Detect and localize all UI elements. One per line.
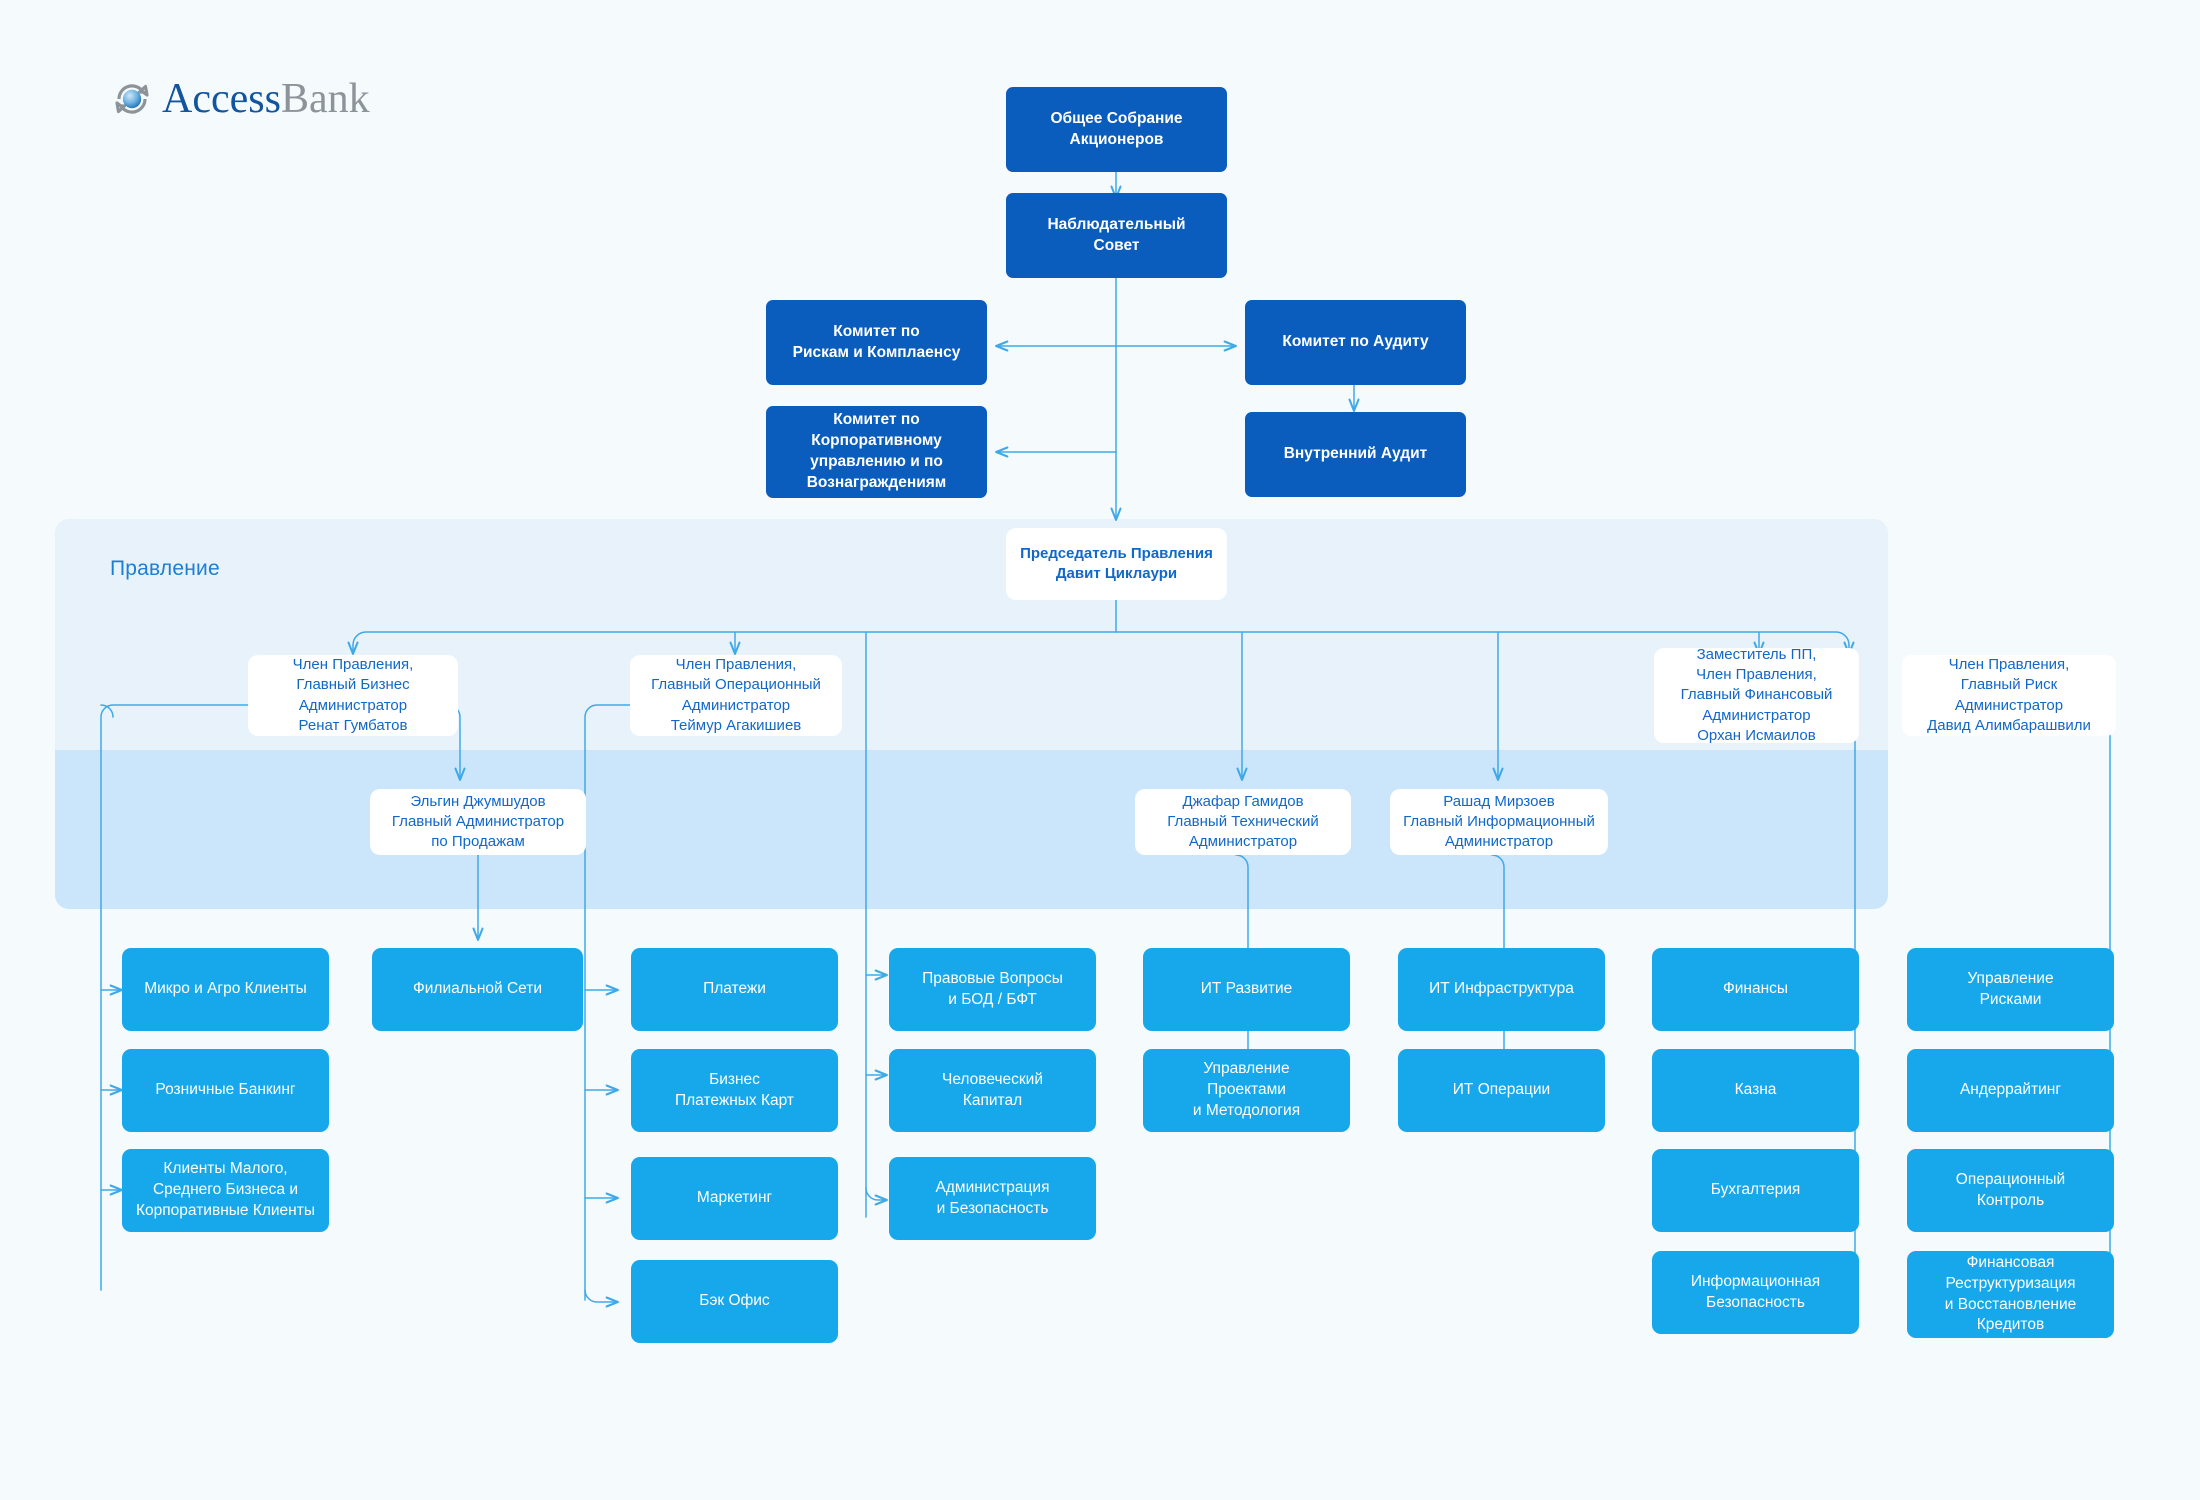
node-chairman[interactable]: Председатель Правления Давит Циклаури	[1006, 528, 1227, 600]
node-audit-committee[interactable]: Комитет по Аудиту	[1245, 300, 1466, 385]
node-name: Теймур Агакишиев	[670, 716, 802, 734]
node-label: ИТ Развитие	[1200, 980, 1293, 998]
dept-marketing[interactable]: Маркетинг	[631, 1157, 838, 1240]
logo-word-bank: Bank	[280, 76, 370, 122]
node-name: Эльгин Джумшудов	[410, 792, 546, 810]
dept-back-office[interactable]: Бэк Офис	[631, 1260, 838, 1343]
chairman-name: Давит Циклаури	[1055, 565, 1178, 582]
node-label: Андеррайтинг	[1959, 1081, 2062, 1099]
dept-treasury[interactable]: Казна	[1652, 1049, 1859, 1132]
dept-branch-network[interactable]: Филиальной Сети	[372, 948, 583, 1031]
dept-it-operations[interactable]: ИТ Операции	[1398, 1049, 1605, 1132]
node-label: ИТ Инфраструктура	[1429, 980, 1574, 998]
dept-payments[interactable]: Платежи	[631, 948, 838, 1031]
node-name: Орхан Исмаилов	[1697, 726, 1816, 744]
node-label: Внутренний Аудит	[1283, 445, 1428, 463]
node-label: Розничные Банкинг	[155, 1081, 296, 1099]
accessbank-logo: AccessBank	[112, 78, 370, 120]
board-band-label: Правление	[110, 557, 220, 580]
chairman-title: Председатель Правления	[1020, 544, 1213, 562]
dept-it-infrastructure[interactable]: ИТ Инфраструктура	[1398, 948, 1605, 1031]
node-name: Ренат Гумбатов	[298, 716, 408, 734]
dept-underwriting[interactable]: Андеррайтинг	[1907, 1049, 2114, 1132]
node-label: Бухгалтерия	[1710, 1181, 1801, 1199]
node-label: Бэк Офис	[699, 1292, 770, 1310]
dept-it-development[interactable]: ИТ Развитие	[1143, 948, 1350, 1031]
node-label: Финансы	[1722, 980, 1789, 998]
node-label: Филиальной Сети	[412, 980, 543, 998]
logo-wordmark: AccessBank	[162, 78, 370, 120]
node-name: Джафар Гамидов	[1182, 792, 1304, 810]
node-name: Давид Алимбарашвили	[1927, 716, 2091, 734]
node-name: Рашад Мирзоев	[1443, 792, 1555, 810]
circular-arrow-globe-icon	[112, 79, 152, 119]
node-internal-audit[interactable]: Внутренний Аудит	[1245, 412, 1466, 497]
node-label: ИТ Операции	[1452, 1081, 1551, 1099]
dept-finance[interactable]: Финансы	[1652, 948, 1859, 1031]
node-title: Заместитель ПП,Член Правления,Главный Фи…	[1680, 646, 1833, 724]
node-label: Маркетинг	[696, 1189, 773, 1207]
node-label: Комитет по Аудиту	[1282, 333, 1429, 351]
dept-retail-banking[interactable]: Розничные Банкинг	[122, 1049, 329, 1132]
node-label: Микро и Агро Клиенты	[144, 980, 307, 998]
node-label: Платежи	[703, 980, 766, 998]
node-board-member-cfo[interactable]: Заместитель ПП,Член Правления,Главный Фи…	[1654, 646, 1859, 744]
dept-micro-agro-clients[interactable]: Микро и Агро Клиенты	[122, 948, 329, 1031]
node-label: Казна	[1734, 1081, 1777, 1099]
dept-accounting[interactable]: Бухгалтерия	[1652, 1149, 1859, 1232]
logo-word-access: Access	[162, 76, 281, 122]
board-band-lower	[55, 750, 1888, 909]
